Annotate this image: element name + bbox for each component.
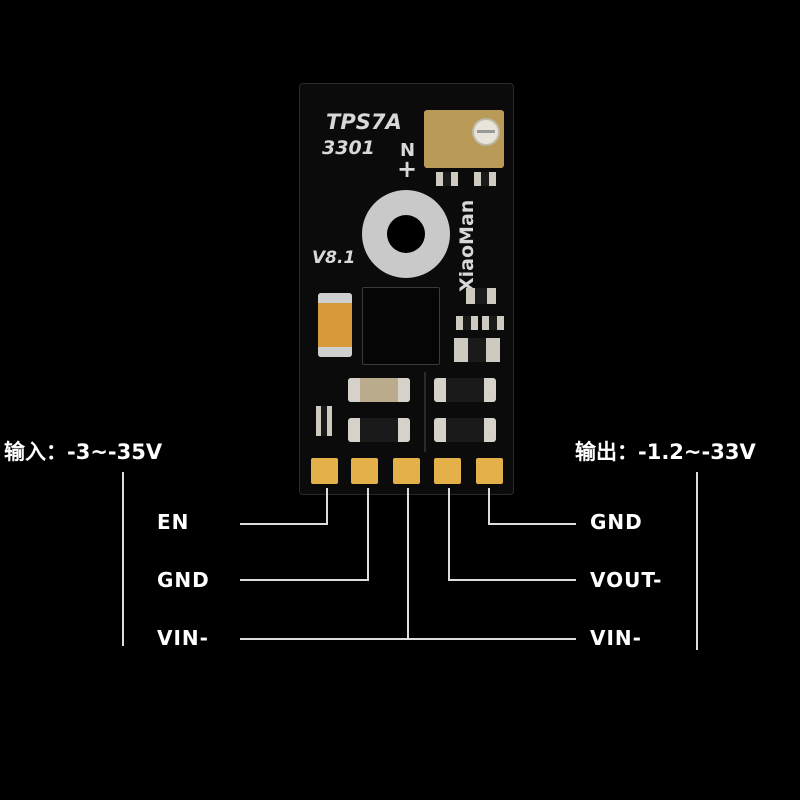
- pad-vin-shared: [393, 458, 420, 484]
- input-voltage-label: 输入：-3~-35V: [4, 440, 163, 464]
- capacitor-c3: [348, 418, 410, 442]
- resistor-r3: [482, 316, 504, 330]
- resistor-r1: [466, 288, 496, 304]
- input-bracket-line: [122, 472, 124, 646]
- wire-vout-vertical: [448, 488, 450, 581]
- resistor-r4: [316, 406, 332, 436]
- wire-gnd-in-horizontal: [240, 579, 369, 581]
- pin-label-gnd-out: GND: [590, 510, 643, 534]
- wire-vin-vertical: [407, 488, 409, 640]
- pin-label-gnd-in: GND: [157, 568, 210, 592]
- brand-label: XiaoMan: [456, 199, 478, 292]
- pot-screw-icon: [472, 118, 500, 146]
- pad-en: [311, 458, 338, 484]
- potentiometer: [424, 110, 504, 168]
- wire-en-vertical: [326, 488, 328, 525]
- regulator-ic: [362, 287, 440, 365]
- pin-label-en: EN: [157, 510, 190, 534]
- capacitor-c4: [434, 378, 496, 402]
- wire-vin-horizontal: [240, 638, 576, 640]
- wire-gnd-out-horizontal: [488, 523, 576, 525]
- wire-vout-horizontal: [448, 579, 576, 581]
- capacitor-c1: [454, 338, 500, 362]
- mounting-hole: [362, 190, 450, 278]
- pin-label-vin-left: VIN-: [157, 626, 209, 650]
- pot-leg-right: [474, 172, 496, 186]
- pad-gnd-in: [351, 458, 378, 484]
- wire-gnd-in-vertical: [367, 488, 369, 581]
- pin-label-vin-right: VIN-: [590, 626, 642, 650]
- chip-model-line2: 3301: [322, 137, 375, 159]
- pot-leg-left: [436, 172, 458, 186]
- wire-en-horizontal: [240, 523, 328, 525]
- output-bracket-line: [696, 472, 698, 650]
- pad-vout: [434, 458, 461, 484]
- chip-model-line1: TPS7A: [326, 110, 402, 134]
- board-divider: [424, 372, 426, 452]
- output-voltage-label: 输出：-1.2~-33V: [575, 440, 756, 464]
- tantalum-capacitor: [318, 293, 352, 357]
- pot-plus-label: +: [397, 155, 418, 183]
- pot-minus-label: N: [400, 140, 416, 161]
- wire-gnd-out-vertical: [488, 488, 490, 525]
- pad-gnd-out: [476, 458, 503, 484]
- version-label: V8.1: [312, 248, 356, 268]
- capacitor-c5: [434, 418, 496, 442]
- capacitor-c2: [348, 378, 410, 402]
- pin-label-vout: VOUT-: [590, 568, 663, 592]
- resistor-r2: [456, 316, 478, 330]
